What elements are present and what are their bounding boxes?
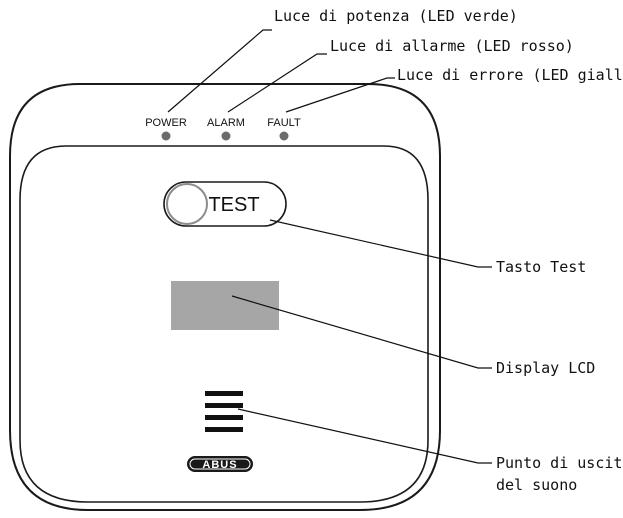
sound-slot <box>205 427 243 432</box>
sound-slot <box>205 391 243 396</box>
alarm-led <box>221 131 231 141</box>
callout-fault-led: Luce di errore (LED giallo) <box>397 66 623 84</box>
callout-alarm-led: Luce di allarme (LED rosso) <box>330 37 574 55</box>
brand-label: ABUS <box>202 459 237 471</box>
sound-outlet <box>205 391 243 432</box>
inner-panel <box>19 145 429 503</box>
callout-test-button: Tasto Test <box>496 258 586 276</box>
callout-sound-outlet-line1: Punto di uscita <box>496 454 623 472</box>
callout-sound-outlet-line2: del suono <box>496 476 577 494</box>
leader-line-sound <box>237 408 492 464</box>
callout-lcd-display: Display LCD <box>496 359 595 377</box>
leader-line-alarm <box>227 53 327 113</box>
callout-power-led: Luce di potenza (LED verde) <box>274 7 518 25</box>
leader-line-power <box>167 29 272 113</box>
sound-slot <box>205 415 243 420</box>
fault-led <box>279 131 289 141</box>
test-button[interactable]: TEST <box>163 181 287 227</box>
device-housing <box>9 83 441 511</box>
leader-line-test <box>269 219 492 268</box>
brand-logo: ABUS <box>187 456 253 472</box>
outer-case <box>9 83 441 511</box>
led-label-fault: FAULT <box>267 117 301 129</box>
test-button-label: TEST <box>208 194 259 216</box>
sound-slot <box>205 403 243 408</box>
lcd-display <box>171 281 279 330</box>
led-label-alarm: ALARM <box>207 117 245 129</box>
test-button-knob <box>166 183 208 225</box>
leader-line-fault <box>285 77 395 113</box>
leader-line-lcd <box>231 295 492 369</box>
power-led <box>161 131 171 141</box>
led-label-power: POWER <box>145 117 187 129</box>
